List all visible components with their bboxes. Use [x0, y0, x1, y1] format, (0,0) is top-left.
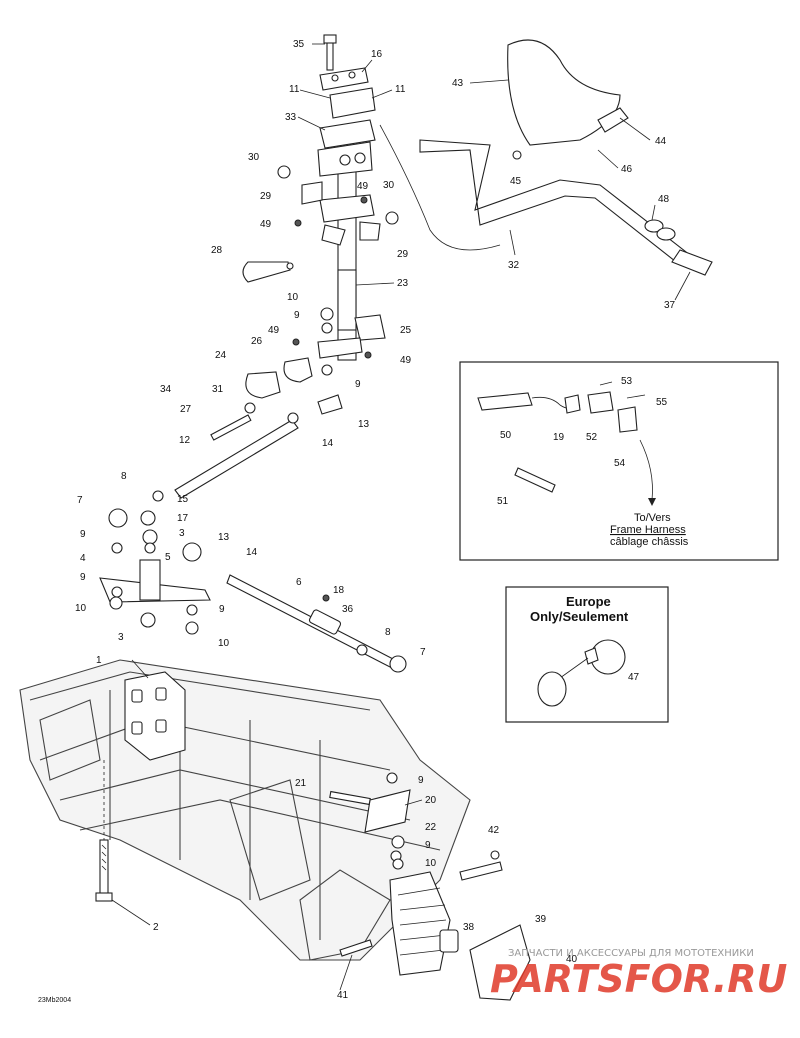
callout-label: 27 — [180, 404, 192, 415]
callout-label: 10 — [287, 292, 299, 303]
callout-label: 35 — [293, 39, 305, 50]
callout-label: 15 — [177, 494, 189, 505]
callout-label: 30 — [248, 152, 260, 163]
upper-tie-rod — [152, 394, 343, 502]
callout-label: 9 — [80, 572, 86, 583]
callout-label: 9 — [219, 604, 225, 615]
callout-label: 32 — [508, 260, 520, 271]
lower-tie-rod — [226, 574, 407, 673]
callout-label: 8 — [121, 471, 127, 482]
callout-label: 4 — [80, 553, 86, 564]
steering-column — [292, 34, 386, 361]
europe-inset: Europe Only/Seulement 47 — [505, 586, 669, 723]
callout-label: 9 — [294, 310, 300, 321]
callout-label: 43 — [452, 78, 464, 89]
callout-label: 9 — [425, 840, 431, 851]
harness-note-line3: câblage châssis — [610, 536, 689, 548]
callout-label: 9 — [355, 379, 361, 390]
callout-label: 38 — [463, 922, 475, 933]
callout-label: 7 — [420, 647, 426, 658]
callout-label: 40 — [566, 954, 578, 965]
europe-part-label: 47 — [628, 672, 640, 683]
watermark-logo: PARTSFOR.RU — [490, 957, 788, 1001]
inset-part-label: 55 — [656, 397, 668, 408]
callout-label: 23 — [397, 278, 409, 289]
callout-label: 49 — [400, 355, 412, 366]
handlebar-assembly — [379, 39, 713, 276]
inset-part-label: 52 — [586, 432, 598, 443]
inset-part-label: 54 — [614, 458, 626, 469]
callout-label: 14 — [246, 547, 258, 558]
callout-label: 10 — [218, 638, 230, 649]
callout-label: 2 — [153, 922, 159, 933]
callout-label: 33 — [285, 112, 297, 123]
callout-label: 9 — [418, 775, 424, 786]
callout-label: 17 — [177, 513, 189, 524]
callout-label: 29 — [397, 249, 409, 260]
europe-title-line1: Europe — [566, 594, 611, 609]
callout-label: 21 — [295, 778, 307, 789]
callout-label: 31 — [212, 384, 224, 395]
inset-part-label: 50 — [500, 430, 512, 441]
callout-label: 3 — [118, 632, 124, 643]
callout-label: 7 — [77, 495, 83, 506]
callout-label: 36 — [342, 604, 354, 615]
callout-label: 25 — [400, 325, 412, 336]
callout-label: 3 — [179, 528, 185, 539]
pitman-arm-assembly — [99, 508, 211, 635]
callout-label: 6 — [296, 577, 302, 588]
callout-label: 12 — [179, 435, 191, 446]
long-bolt — [95, 760, 113, 902]
callout-label: 10 — [75, 603, 87, 614]
watermark-tagline: ЗАПЧАСТИ И АКСЕССУАРЫ ДЛЯ МОТОТЕХНИКИ — [508, 948, 754, 959]
callout-label: 16 — [371, 49, 383, 60]
callout-label: 14 — [322, 438, 334, 449]
callout-label: 45 — [510, 176, 522, 187]
callout-label: 26 — [251, 336, 263, 347]
figure-code: 23Mb2004 — [38, 997, 71, 1004]
watermark: ЗАПЧАСТИ И АКСЕССУАРЫ ДЛЯ МОТОТЕХНИКИ PA… — [490, 948, 788, 1001]
callout-label: 49 — [260, 219, 272, 230]
inset-part-label: 53 — [621, 376, 633, 387]
callout-label: 30 — [383, 180, 395, 191]
callout-label: 46 — [621, 164, 633, 175]
wiring-inset: 53 55 50 19 52 54 51 To/Vers Frame Harne… — [459, 361, 779, 561]
callout-label: 10 — [425, 858, 437, 869]
steering-arm — [329, 772, 411, 870]
callout-label: 39 — [535, 914, 547, 925]
callout-label: 5 — [165, 552, 171, 563]
ski-leg-boot — [339, 850, 531, 1001]
clamps-and-ubolt — [242, 165, 399, 399]
callout-label: 22 — [425, 822, 437, 833]
inset-part-label: 19 — [553, 432, 565, 443]
callout-label: 9 — [80, 529, 86, 540]
harness-note-line2: Frame Harness — [610, 524, 686, 536]
steering-support-block — [124, 671, 186, 761]
callout-label: 44 — [655, 136, 667, 147]
leader-lines — [111, 43, 691, 991]
harness-note-line1: To/Vers — [634, 512, 671, 524]
callout-label: 1 — [96, 655, 102, 666]
callout-labels: 35 16 11 11 33 30 49 30 29 49 28 29 23 1… — [75, 39, 676, 1001]
callout-label: 8 — [385, 627, 391, 638]
callout-label: 28 — [211, 245, 223, 256]
callout-label: 41 — [337, 990, 349, 1001]
callout-label: 13 — [218, 532, 230, 543]
callout-label: 49 — [268, 325, 280, 336]
callout-label: 20 — [425, 795, 437, 806]
callout-label: 24 — [215, 350, 227, 361]
callout-label: 18 — [333, 585, 345, 596]
callout-label: 48 — [658, 194, 670, 205]
callout-label: 13 — [358, 419, 370, 430]
callout-label: 42 — [488, 825, 500, 836]
callout-label: 49 — [357, 181, 369, 192]
callout-label: 11 — [289, 84, 300, 95]
callout-label: 29 — [260, 191, 272, 202]
callout-label: 34 — [160, 384, 172, 395]
inset-part-label: 51 — [497, 496, 509, 507]
callout-label: 11 — [395, 84, 406, 95]
callout-label: 37 — [664, 300, 676, 311]
europe-title-line2: Only/Seulement — [530, 609, 629, 624]
